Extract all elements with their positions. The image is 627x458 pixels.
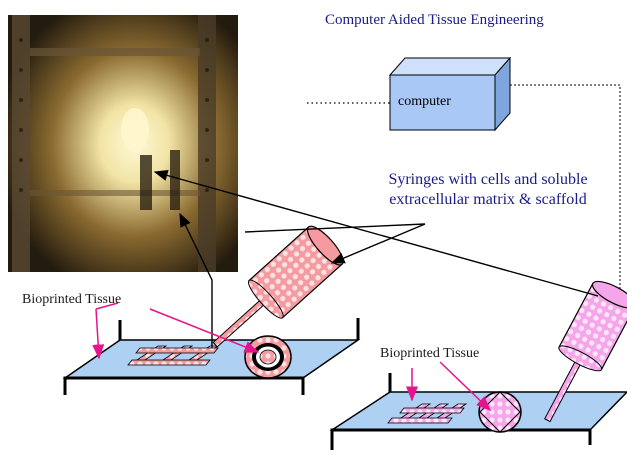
arrow-to-left-syringe	[330, 223, 426, 264]
syringe-description: Syringes with cells and soluble extracel…	[388, 171, 588, 208]
bioprinted-tissue-label-right: Bioprinted Tissue	[380, 346, 480, 361]
arrow-platform-to-photo	[179, 212, 213, 348]
bioprinted-tissue-label-left: Bioprinted Tissue	[22, 292, 122, 307]
tube-tissue-left	[244, 335, 292, 379]
magenta-connector-left	[95, 302, 119, 310]
magenta-arrow-to-disk-right	[439, 361, 492, 412]
computer-label: computer	[398, 94, 451, 109]
arrow-right-syringe-to-photo	[153, 170, 599, 297]
magenta-arrow-to-tube-left	[149, 308, 260, 353]
arrow-to-photo-line	[244, 223, 426, 233]
scaffold-grid-right	[387, 403, 468, 424]
computer-link-right	[510, 84, 621, 315]
diagram-title: Computer Aided Tissue Engineering	[325, 12, 544, 28]
syringe-left	[212, 225, 344, 348]
syringe-right	[544, 280, 627, 423]
bioprinter-photo	[8, 15, 238, 272]
computer-box	[388, 56, 512, 132]
scaffold-grid-left	[127, 345, 220, 366]
magenta-arrow-to-grid-left	[92, 308, 105, 360]
disk-tissue-right	[478, 391, 522, 433]
